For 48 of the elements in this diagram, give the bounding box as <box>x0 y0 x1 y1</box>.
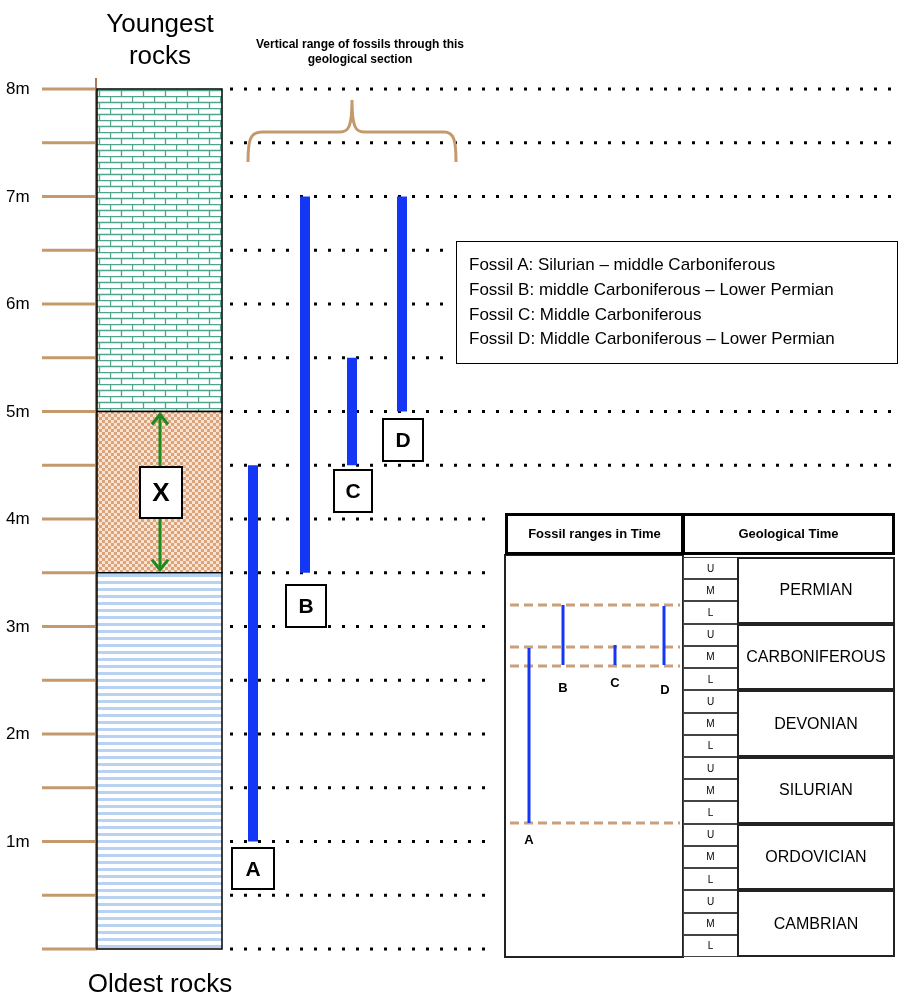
legend-text: Fossil A: Silurian – middle Carboniferous <box>469 254 777 277</box>
legend-text: Fossil B: middle Carboniferous – Lower Permian <box>469 278 835 301</box>
sub-epoch-cell: L <box>683 668 738 691</box>
table-header-cell: Geological Time <box>682 513 895 555</box>
sub-epoch-cell: M <box>683 779 738 802</box>
scale-label: 8m <box>5 78 31 100</box>
legend-text: Fossil C: Middle Carboniferous <box>469 303 703 326</box>
period-cell: CAMBRIAN <box>737 890 895 957</box>
sub-epoch-cell: L <box>683 868 738 891</box>
scale-label: 3m <box>5 615 31 638</box>
legend-box <box>456 241 898 364</box>
sub-epoch-cell: U <box>683 690 738 713</box>
sub-epoch-cell: U <box>683 890 738 913</box>
letter-label: A <box>245 855 261 882</box>
scale-label: 6m <box>5 293 31 315</box>
section-bottom-label: Oldest rocks <box>86 966 234 1000</box>
letter-box <box>231 847 275 890</box>
section-top-label: Youngest rocks <box>105 6 215 72</box>
fossil-letter: B <box>557 678 569 697</box>
period-cell: ORDOVICIAN <box>737 823 895 891</box>
letter-box <box>333 469 373 513</box>
legend-text: Fossil D: Middle Carboniferous – Lower Permian <box>469 328 836 351</box>
fossil-letter: C <box>609 673 621 692</box>
letter-label: C <box>345 478 361 505</box>
sub-epoch-cell: U <box>683 757 738 780</box>
table-header-cell: Fossil ranges in Time <box>505 513 684 555</box>
period-cell: CARBONIFEROUS <box>737 623 895 691</box>
sub-epoch-cell: L <box>683 801 738 824</box>
scale-label: 4m <box>5 508 31 530</box>
letter-label: X <box>152 476 170 509</box>
sub-epoch-cell: M <box>683 579 738 602</box>
bracket-caption: Vertical range of fossils through this geological section <box>254 36 465 68</box>
letter-box <box>139 466 183 519</box>
scale-label: 1m <box>5 830 31 853</box>
fossil-letter: A <box>523 830 535 849</box>
scale-label: 7m <box>5 185 31 208</box>
period-cell: PERMIAN <box>737 557 895 624</box>
scale-label: 2m <box>5 723 31 745</box>
letter-box <box>382 418 424 462</box>
scale-label: 5m <box>5 400 31 423</box>
letter-label: B <box>298 593 314 620</box>
period-cell: DEVONIAN <box>737 690 895 757</box>
letter-box <box>285 584 327 628</box>
sub-epoch-cell: L <box>683 601 738 624</box>
period-cell: SILURIAN <box>737 757 895 824</box>
fossil-letter: D <box>659 680 671 699</box>
sub-epoch-cell: U <box>683 557 738 580</box>
letter-label: D <box>395 427 411 454</box>
